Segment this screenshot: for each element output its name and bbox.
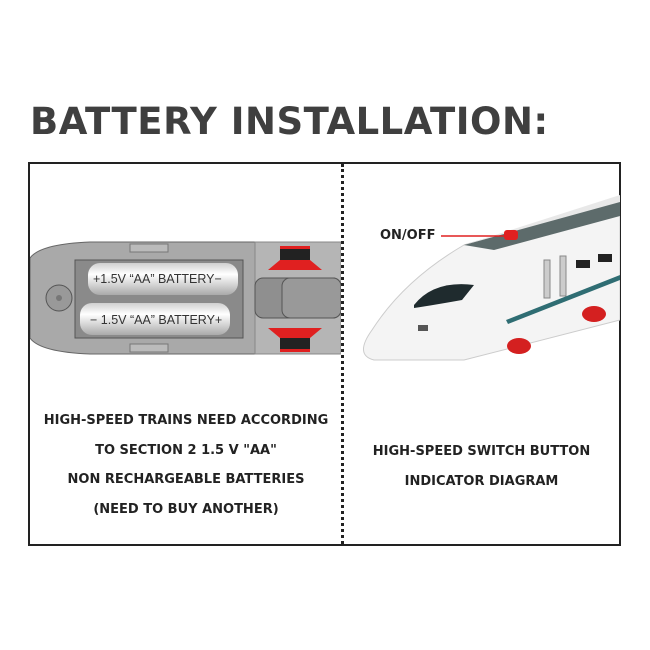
on-off-button[interactable] — [504, 230, 518, 240]
caption-line: TO SECTION 2 1.5 V "AA" — [95, 442, 277, 458]
battery-instructions-caption: HIGH-SPEED TRAINS NEED ACCORDING TO SECT… — [30, 406, 342, 524]
wheel-top-icon — [268, 246, 322, 270]
battery-bottom — [80, 303, 230, 335]
battery-compartment-illustration: +1.5V “AA” BATTERY− − 1.5V “AA” BATTERY+ — [30, 241, 341, 355]
page-title: BATTERY INSTALLATION: — [30, 100, 549, 143]
caption-line: (NEED TO BUY ANOTHER) — [93, 501, 279, 517]
caption-line: NON RECHARGEABLE BATTERIES — [67, 472, 305, 487]
caption-line: HIGH-SPEED SWITCH BUTTON — [372, 444, 591, 459]
switch-diagram-caption: HIGH-SPEED SWITCH BUTTON INDICATOR DIAGR… — [344, 437, 619, 496]
caption-line: INDICATOR DIAGRAM — [404, 473, 559, 489]
on-off-label: ON/OFF — [380, 228, 436, 243]
battery-bottom-label: − 1.5V “AA” BATTERY+ — [90, 313, 222, 327]
battery-top — [88, 263, 238, 295]
wheel-bottom-icon — [268, 328, 322, 352]
panel-divider — [341, 164, 344, 544]
caption-line: HIGH-SPEED TRAINS NEED ACCORDING — [43, 413, 329, 428]
battery-top-label: +1.5V “AA” BATTERY− — [93, 272, 222, 286]
train-illustration — [363, 195, 620, 361]
instruction-frame — [28, 162, 621, 546]
